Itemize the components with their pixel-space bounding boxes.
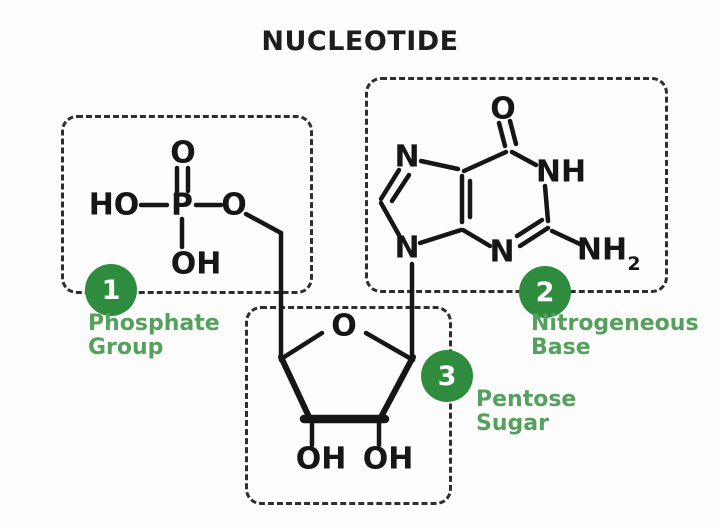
- atom-label: P: [171, 188, 193, 223]
- label-line: Phosphate: [88, 311, 220, 336]
- bond-line: [377, 354, 416, 422]
- atom-label: O: [331, 309, 357, 344]
- bond-line: [243, 211, 284, 236]
- bond-line: [461, 149, 509, 174]
- phosphate-group-box: [61, 115, 313, 294]
- atom-label: O: [221, 188, 247, 223]
- bond-line: [460, 227, 493, 249]
- label-line: Sugar: [476, 411, 549, 436]
- atom-label: HO: [89, 188, 140, 223]
- atom-label: OH: [363, 442, 414, 477]
- phosphate-group-label: Phosphate Group: [88, 312, 220, 360]
- atom-label: NH: [577, 233, 627, 268]
- label-line: Group: [88, 335, 164, 360]
- nitrogenous-base-label: Nitrogeneous Base: [531, 312, 699, 360]
- badge-number: 1: [101, 274, 121, 306]
- bond-line: [389, 172, 412, 204]
- atom-label: N: [394, 140, 419, 175]
- bond-line: [509, 149, 539, 168]
- bond-line: [496, 120, 508, 149]
- pentose-sugar-number-badge: 3: [421, 350, 473, 402]
- atom-label: O: [170, 136, 196, 171]
- label-line: Nitrogeneous: [531, 311, 699, 336]
- label-line: Base: [531, 335, 591, 360]
- nitrogenous-base-number-badge: 2: [519, 266, 571, 318]
- atom-label: O: [490, 92, 516, 127]
- badge-number: 3: [437, 360, 457, 392]
- pentose-sugar-box: [245, 306, 452, 505]
- bond-line: [418, 158, 461, 172]
- bond-line: [542, 183, 551, 224]
- atom-label: N: [394, 231, 419, 266]
- bond-line: [417, 227, 464, 246]
- atom-label: OH: [171, 247, 222, 282]
- bond-line: [278, 354, 313, 422]
- atom-label: 2: [627, 253, 640, 275]
- bond-line: [507, 118, 519, 147]
- atom-label: OH: [296, 442, 347, 477]
- nitrogenous-base-box: [365, 77, 668, 293]
- bond-line: [363, 330, 416, 363]
- badge-number: 2: [535, 276, 555, 308]
- pentose-sugar-label: Pentose Sugar: [476, 388, 576, 436]
- bond-line: [514, 217, 545, 239]
- bond-line: [378, 200, 402, 238]
- page-title: NUCLEOTIDE: [261, 26, 459, 57]
- label-line: Pentose: [476, 387, 577, 412]
- bond-line: [517, 225, 551, 249]
- atom-label: NH: [536, 155, 586, 190]
- bond-line: [378, 167, 402, 202]
- bond-line: [278, 330, 325, 362]
- atom-label: N: [489, 235, 514, 270]
- bond-line: [549, 228, 585, 248]
- phosphate-group-number-badge: 1: [85, 264, 137, 316]
